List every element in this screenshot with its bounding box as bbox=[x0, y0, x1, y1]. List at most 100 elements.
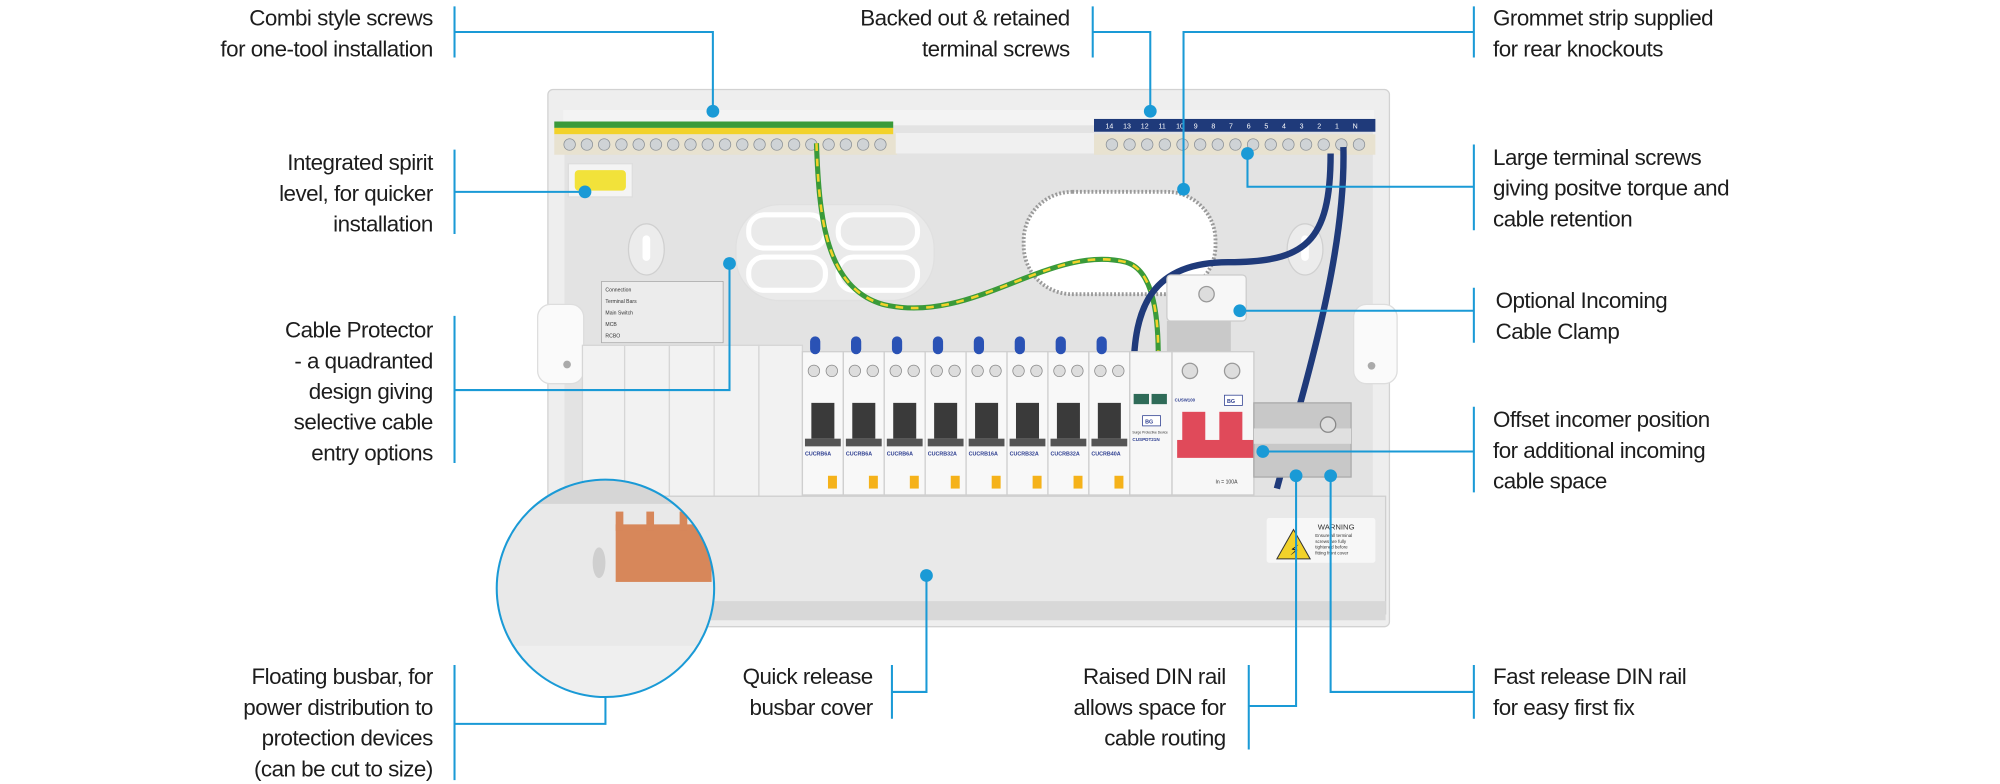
neutral-way-number: 10 bbox=[1176, 124, 1184, 131]
callout-text: design giving bbox=[309, 379, 433, 404]
callout-text: for rear knockouts bbox=[1493, 36, 1663, 61]
callout-text: Backed out & retained bbox=[860, 6, 1069, 31]
breaker-model: CUCRB32A bbox=[928, 451, 957, 457]
terminal-screw bbox=[989, 364, 1002, 378]
callout-text: busbar cover bbox=[750, 695, 874, 720]
test-button bbox=[991, 475, 1001, 489]
terminal-screw bbox=[1352, 138, 1366, 151]
test-button bbox=[1114, 475, 1124, 489]
cable-stub bbox=[891, 336, 903, 355]
terminal-screw bbox=[1246, 138, 1260, 151]
main-switch: CUSW100 BG In = 100A bbox=[1171, 351, 1255, 496]
callout-text: installation bbox=[333, 211, 433, 236]
callout-text: Cable Protector bbox=[285, 318, 434, 343]
main-switch-rating: In = 100A bbox=[1216, 479, 1239, 485]
terminal-screw bbox=[753, 138, 766, 151]
cable-stub bbox=[810, 336, 821, 355]
callout-text: Optional Incoming bbox=[1496, 288, 1668, 313]
rcbo-breaker: CUCRB32A bbox=[924, 336, 967, 496]
cable-protector bbox=[735, 203, 935, 302]
test-button bbox=[909, 475, 919, 489]
callout-fast-release-din-rail: Fast release DIN rail for easy first fix bbox=[1324, 469, 1687, 720]
callout-text: protection devices bbox=[262, 726, 433, 751]
breaker-toggle bbox=[1097, 402, 1121, 439]
callout-text: cable routing bbox=[1104, 726, 1225, 751]
terminal-screw bbox=[1123, 138, 1136, 151]
clamp-screw bbox=[1198, 285, 1215, 303]
neutral-way-number: 2 bbox=[1317, 124, 1321, 131]
neutral-way-number: 8 bbox=[1211, 124, 1215, 131]
callout-backed-out-screws: Backed out & retained terminal screws bbox=[860, 6, 1157, 118]
terminal-screw bbox=[736, 138, 749, 151]
warning-title: WARNING bbox=[1318, 522, 1355, 531]
warning-label: ⚡ WARNING Ensure all terminal screws are… bbox=[1266, 517, 1376, 563]
sticker-row: Terminal Bars bbox=[605, 299, 637, 305]
callout-text: selective cable bbox=[294, 410, 433, 435]
terminal-screw bbox=[598, 138, 611, 151]
neutral-way-number: 9 bbox=[1194, 124, 1198, 131]
terminal-screw bbox=[1229, 138, 1242, 151]
neutral-way-number: 11 bbox=[1158, 124, 1165, 131]
neutral-way-number: 14 bbox=[1106, 124, 1114, 131]
neutral-way-number: 13 bbox=[1123, 124, 1131, 131]
terminal-screw bbox=[1194, 138, 1207, 151]
terminal-screw bbox=[857, 138, 870, 151]
callout-text: for one-tool installation bbox=[220, 36, 432, 61]
callout-text: cable retention bbox=[1493, 206, 1632, 231]
clamp-bracket bbox=[1166, 321, 1231, 353]
rcbo-breaker: CUCRB6A bbox=[801, 336, 844, 496]
warning-line: Ensure all terminal bbox=[1315, 533, 1352, 538]
breaker-model: CUCRB16A bbox=[969, 451, 998, 457]
terminal-screw bbox=[1071, 364, 1084, 378]
lightning-glyph: ⚡ bbox=[1290, 543, 1300, 559]
terminal-screw bbox=[1299, 138, 1313, 151]
terminal-screw bbox=[1030, 364, 1043, 378]
breaker-toggle bbox=[852, 402, 876, 439]
callout-text: Offset incomer position bbox=[1493, 407, 1710, 432]
rcbo-breaker: CUCRB32A bbox=[1006, 336, 1049, 496]
terminal-screw bbox=[1158, 138, 1171, 151]
callout-raised-din-rail: Raised DIN rail allows space for cable r… bbox=[1073, 469, 1303, 751]
neutral-bar-label-strip bbox=[1094, 118, 1376, 132]
test-button bbox=[1073, 475, 1083, 489]
terminal-screw bbox=[667, 138, 680, 151]
sticker-row: Main Switch bbox=[605, 311, 633, 317]
terminal-screw bbox=[770, 138, 783, 151]
callout-grommet-strip: Grommet strip supplied for rear knockout… bbox=[1177, 6, 1714, 196]
callout-cable-clamp: Optional Incoming Cable Clamp bbox=[1233, 287, 1668, 344]
breaker-toggle bbox=[975, 402, 999, 439]
terminal-screw bbox=[684, 138, 697, 151]
neutral-way-number: 3 bbox=[1300, 124, 1304, 131]
callout-text: allows space for bbox=[1073, 695, 1226, 720]
sticker-row: MCB bbox=[605, 322, 617, 328]
copper-busbar bbox=[615, 524, 712, 582]
terminal-screw bbox=[649, 138, 663, 151]
breaker-model: CUCRB6A bbox=[846, 451, 872, 457]
terminal-screw bbox=[889, 364, 902, 378]
screw-hole bbox=[563, 360, 571, 369]
neutral-way-number: 7 bbox=[1229, 124, 1233, 131]
callout-cable-protector: Cable Protector - a quadranted design gi… bbox=[285, 257, 736, 465]
callout-text: Floating busbar, for bbox=[251, 664, 433, 689]
callout-text: (can be cut to size) bbox=[254, 756, 433, 781]
callout-text: entry options bbox=[311, 440, 433, 465]
keyhole-slot bbox=[642, 235, 651, 261]
callout-text: terminal screws bbox=[922, 36, 1070, 61]
terminal-screw bbox=[563, 138, 576, 151]
terminal-screw bbox=[1012, 364, 1025, 378]
terminal-screw bbox=[632, 138, 645, 151]
terminal-screw bbox=[848, 364, 861, 378]
test-button bbox=[827, 475, 837, 489]
callout-text: Large terminal screws bbox=[1493, 145, 1701, 170]
rcbo-breaker: CUCRB40A bbox=[1088, 336, 1131, 496]
right-mounting-lug bbox=[1352, 303, 1398, 385]
breaker-toggle bbox=[811, 402, 835, 439]
callout-text: for additional incoming bbox=[1493, 438, 1705, 463]
callout-text: Quick release bbox=[743, 664, 873, 689]
terminal-screw bbox=[807, 364, 821, 378]
breaker-model: CUCRB6A bbox=[887, 451, 913, 457]
terminal-bar-rail bbox=[895, 133, 1095, 154]
